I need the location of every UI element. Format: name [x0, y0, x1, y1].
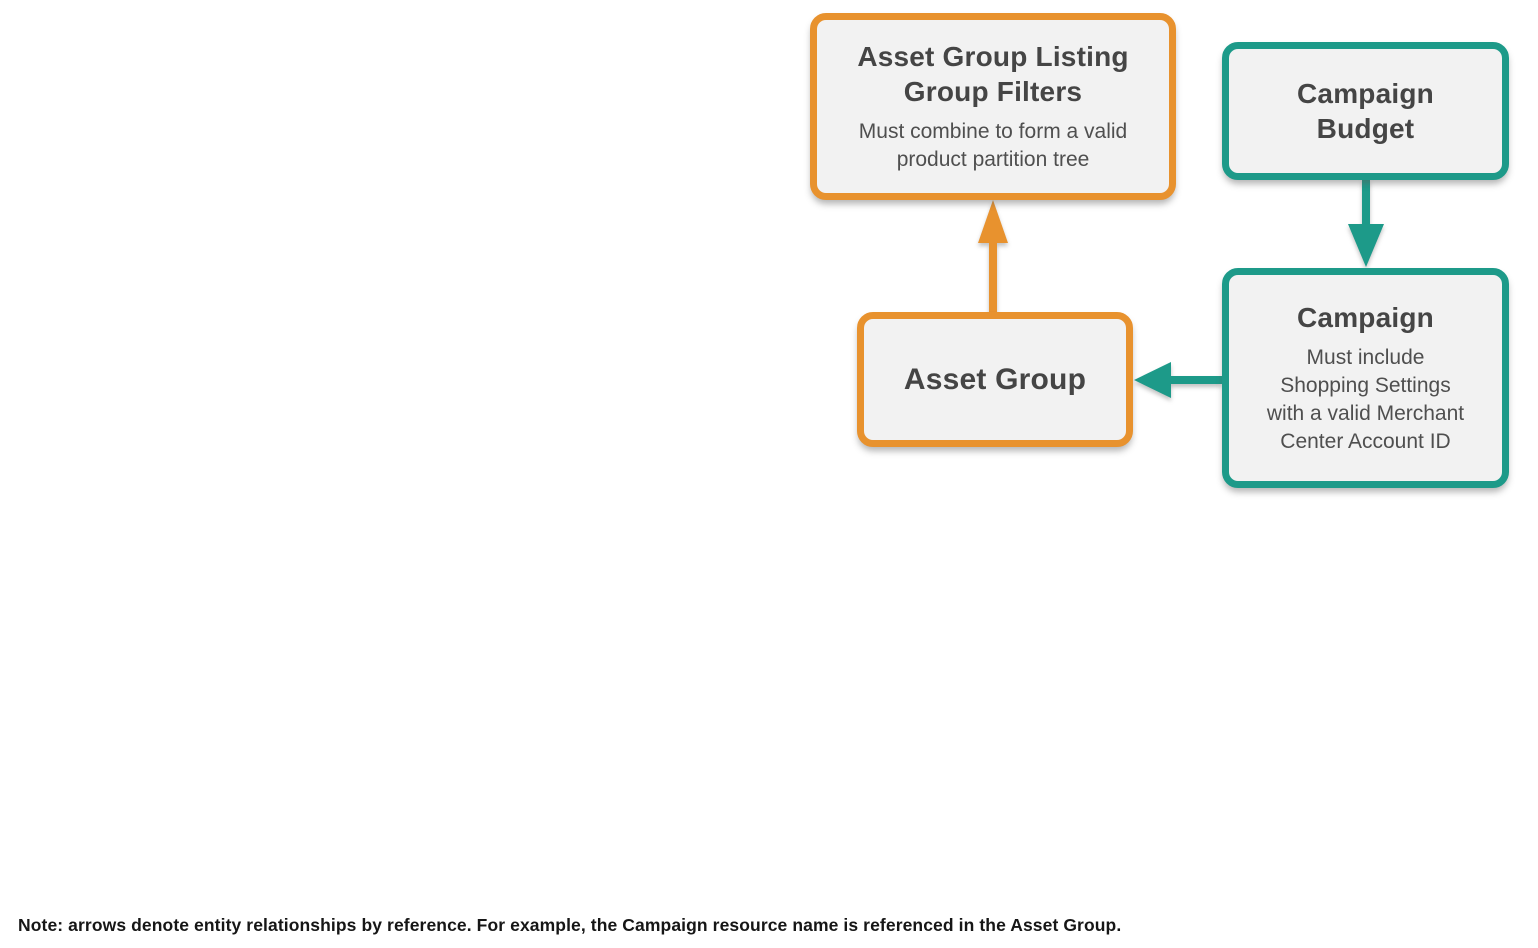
arrow-asset-group-to-listing-filters: [978, 200, 1008, 318]
node-asset-group-listing-group-filters: Asset Group Listing Group Filters Must c…: [810, 13, 1176, 200]
node-asset-group: Asset Group: [857, 312, 1133, 447]
footnote: Note: arrows denote entity relationships…: [18, 915, 1122, 935]
node-title: Asset Group Listing Group Filters: [857, 40, 1129, 108]
node-title: Campaign: [1297, 302, 1434, 334]
arrow-campaign-to-asset-group: [1134, 362, 1222, 398]
node-subtitle: Must combine to form a valid product par…: [858, 120, 1128, 172]
node-title: Campaign Budget: [1297, 77, 1434, 144]
node-campaign-budget: Campaign Budget: [1222, 42, 1509, 180]
node-subtitle: Must include Shopping Settings with a va…: [1266, 346, 1465, 454]
arrow-campaign-budget-to-campaign: [1348, 179, 1384, 267]
node-campaign: Campaign Must include Shopping Settings …: [1222, 268, 1509, 488]
node-title: Asset Group: [903, 362, 1087, 396]
